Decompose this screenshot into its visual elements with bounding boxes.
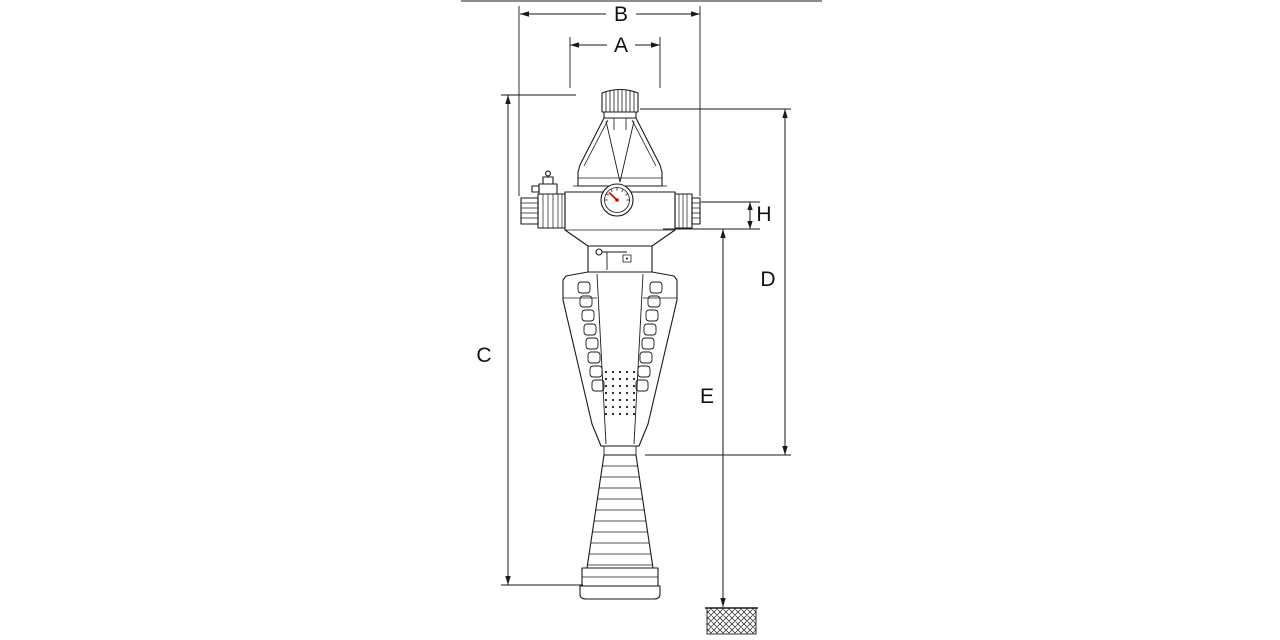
adjustment-cap [601,88,639,119]
dimension-arrowheads [505,11,788,607]
dimension-labels: B A C D E H [476,3,775,408]
drain-funnel [579,446,661,600]
dimension-label-h: H [756,203,771,226]
drain-lever-section [587,246,653,272]
drain-port-mark [622,254,632,263]
right-connector [674,193,701,229]
left-connector [520,193,566,229]
extension-lines [461,0,822,586]
test-port [531,170,558,195]
gauge-needle-hub [615,198,619,202]
gauge-ticks [604,187,630,201]
dimension-label-d: D [760,268,775,291]
dimension-label-e: E [700,385,714,408]
perforation-dots [604,370,636,416]
filter-valve-device [520,88,701,600]
dimension-label-c: C [476,344,491,367]
dimension-label-a: A [614,34,628,57]
dimension-lines [507,13,786,607]
dimension-label-b: B [614,3,628,26]
filter-element [577,281,663,392]
pressure-gauge [600,183,634,217]
spring-bonnet [577,117,663,187]
funnel-ribs [587,465,653,566]
gauge-needle [608,191,618,201]
outlet-flange [579,567,661,600]
ground-hatch-symbol [705,607,758,635]
